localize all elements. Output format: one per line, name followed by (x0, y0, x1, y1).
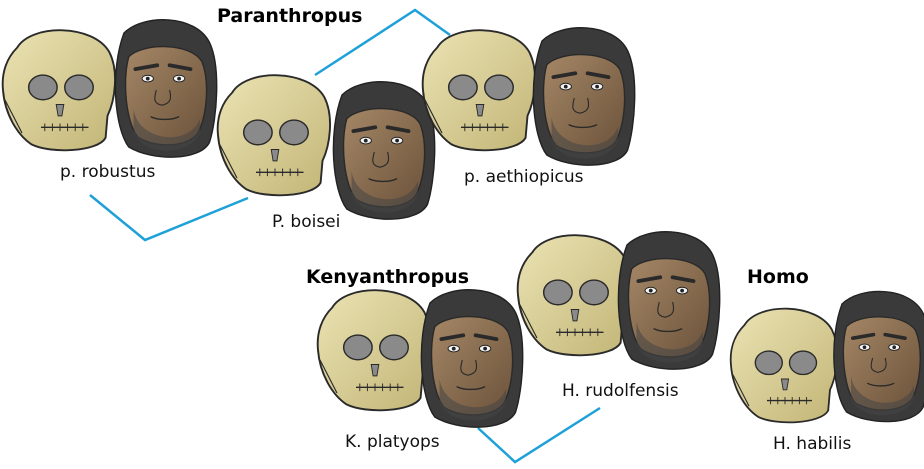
label-p-boisei: P. boisei (272, 212, 340, 232)
k-platyops-skull (318, 290, 430, 410)
p-boisei-head (333, 82, 434, 219)
paranthropus-connector-bottom (90, 195, 248, 240)
label-h-rudolfensis: H. rudolfensis (562, 381, 679, 401)
group-title-paranthropus: Paranthropus (217, 5, 362, 27)
group-title-kenyanthropus: Kenyanthropus (306, 266, 469, 288)
p-robustus-head (115, 20, 216, 157)
p-boisei-skull (218, 75, 330, 195)
group-title-homo: Homo (747, 266, 809, 288)
p-aethiopicus-head (533, 28, 634, 165)
h-habilis-skull (731, 309, 837, 423)
h-rudolfensis-skull (518, 235, 630, 355)
label-p-aethiopicus: p. aethiopicus (464, 167, 584, 187)
h-habilis-head (834, 291, 924, 421)
k-platyops-head (421, 290, 522, 427)
label-k-platyops: K. platyops (345, 432, 440, 452)
p-robustus-skull (3, 30, 115, 150)
label-h-habilis: H. habilis (773, 434, 851, 454)
label-p-robustus: p. robustus (60, 162, 155, 182)
p-aethiopicus-skull (423, 30, 535, 150)
h-rudolfensis-head (618, 232, 719, 369)
